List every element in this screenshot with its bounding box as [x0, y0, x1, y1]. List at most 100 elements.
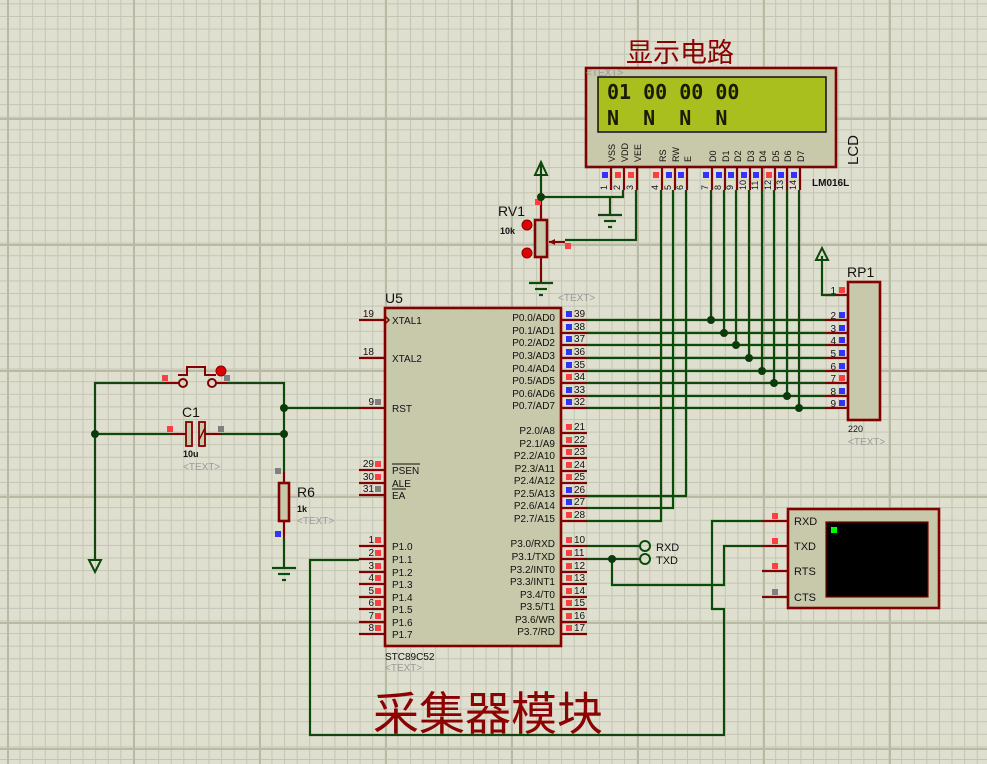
rp1-pin-number: 2 — [830, 311, 836, 322]
terminal-pin-name: RXD — [794, 516, 817, 528]
wires — [93, 171, 835, 737]
lcd-pin-number: 5 — [663, 185, 673, 190]
u5-part-label: STC89C52 — [385, 652, 435, 663]
rp1-pin-number: 9 — [830, 399, 836, 410]
u5-pin-number: 32 — [574, 397, 586, 408]
lcd-pin-name: E — [683, 156, 693, 162]
rv1-increase-icon[interactable] — [521, 219, 533, 231]
lcd-pin-number: 4 — [650, 185, 660, 190]
ground-icon[interactable] — [272, 566, 296, 582]
u5-stc89c52[interactable]: U5 <TEXT> STC89C52 <TEXT> 19XTAL118XTAL2… — [359, 290, 595, 674]
u5-pin-name: P2.6/A14 — [514, 501, 556, 512]
c1-capacitor[interactable]: C1 10u <TEXT> — [167, 404, 224, 473]
u5-pin-name: P1.4 — [392, 593, 413, 604]
lcd-pin-number: 3 — [625, 185, 635, 190]
lcd-lm016l[interactable]: <TEXT> 01 00 00 00 N N N N LCD LM016L 1V… — [584, 66, 862, 190]
u5-text-placeholder: <TEXT> — [558, 293, 595, 304]
lcd-pin-number: 6 — [675, 185, 685, 190]
rp1-pin-number: 3 — [830, 324, 836, 335]
rp1-body[interactable] — [846, 280, 882, 422]
r6-ref-label: R6 — [297, 484, 315, 500]
lcd-text-placeholder: <TEXT> — [586, 68, 623, 79]
r6-resistor[interactable]: R6 1k <TEXT> — [275, 468, 334, 538]
u5-pin-number: 11 — [574, 548, 585, 559]
lcd-pin-name: D0 — [708, 150, 718, 162]
u5-pin-number: 4 — [368, 573, 374, 584]
c1-text-placeholder: <TEXT> — [183, 462, 220, 473]
u5-pin-number: 3 — [368, 561, 374, 572]
rv1-ref-label: RV1 — [498, 203, 525, 219]
u5-pin-number: 6 — [368, 598, 374, 609]
u5-pin-number: 22 — [574, 435, 586, 446]
ground-terminal-icon[interactable] — [87, 559, 103, 575]
rp1-pin-number: 8 — [830, 387, 836, 398]
u5-body[interactable] — [383, 306, 563, 648]
rp1-pin-number: 1 — [830, 286, 836, 297]
u5-pin-number: 36 — [574, 347, 586, 358]
u5-pin-name: P2.7/A15 — [514, 514, 556, 525]
r6-value-label: 1k — [297, 504, 308, 514]
u5-pin-name: P3.1/TXD — [512, 552, 555, 563]
u5-pin-number: 14 — [574, 586, 586, 597]
button-toggle-icon[interactable] — [215, 365, 227, 377]
collector-module-title: 采集器模块 — [373, 687, 603, 741]
u5-pin-number: 26 — [574, 485, 586, 496]
u5-pin-name: XTAL2 — [392, 354, 422, 365]
u5-pin-name: P3.2/INT0 — [510, 565, 555, 576]
rxd-terminal[interactable]: RXD — [639, 540, 679, 554]
txd-terminal[interactable]: TXD — [639, 553, 678, 567]
u5-pin-number: 13 — [574, 573, 586, 584]
u5-pin-name: P3.5/T1 — [520, 602, 555, 613]
terminal-screen[interactable] — [825, 521, 929, 598]
c1-ref-label: C1 — [182, 404, 200, 420]
power-terminal-icon[interactable] — [533, 159, 549, 176]
rp1-text-placeholder: <TEXT> — [848, 437, 885, 448]
lcd-ref-label: LCD — [845, 135, 862, 165]
u5-pin-name: P0.3/AD3 — [512, 351, 555, 362]
u5-pin-name: P2.5/A13 — [514, 489, 556, 500]
power-terminal-icon[interactable] — [814, 245, 830, 261]
ground-icon[interactable] — [598, 213, 622, 229]
lcd-pin-name: VEE — [633, 144, 643, 162]
u5-pin-number: 31 — [363, 484, 375, 495]
lcd-pin-number: 13 — [775, 180, 785, 190]
u5-pin-name: P2.2/A10 — [514, 451, 556, 462]
lcd-part-label: LM016L — [812, 178, 849, 189]
u5-pin-number: 28 — [574, 510, 586, 521]
u5-pin-name: P0.6/AD6 — [512, 389, 555, 400]
u5-pin-name: P1.7 — [392, 630, 413, 641]
u5-pin-name: P3.4/T0 — [520, 590, 555, 601]
lcd-pin-number: 8 — [713, 185, 723, 190]
rv1-decrease-icon[interactable] — [521, 247, 533, 259]
u5-pin-number: 5 — [368, 586, 374, 597]
ground-icon[interactable] — [529, 281, 553, 297]
u5-pin-number: 29 — [363, 459, 375, 470]
reset-button[interactable] — [162, 365, 230, 388]
terminal-cursor — [831, 527, 837, 533]
r6-text-placeholder: <TEXT> — [297, 516, 334, 527]
u5-pin-name: P0.4/AD4 — [512, 364, 555, 375]
u5-pin-name: P1.0 — [392, 542, 413, 553]
u5-pin-name: P0.0/AD0 — [512, 313, 555, 324]
u5-pin-name: P3.3/INT1 — [510, 577, 555, 588]
u5-pin-number: 24 — [574, 460, 586, 471]
u5-pin-number: 2 — [368, 548, 374, 559]
u5-pin-number: 34 — [574, 372, 586, 383]
lcd-line-1: 01 00 00 00 — [607, 80, 739, 104]
u5-pin-name: P3.7/RD — [517, 627, 555, 638]
lcd-pin-name: D1 — [721, 150, 731, 162]
u5-pin-number: 25 — [574, 472, 586, 483]
u5-pin-number: 7 — [368, 611, 374, 622]
txd-terminal-label: TXD — [656, 555, 678, 567]
lcd-pin-name: D7 — [796, 150, 806, 162]
lcd-pin-number: 1 — [599, 185, 609, 190]
u5-pin-number: 35 — [574, 360, 586, 371]
rv1-potentiometer[interactable]: RV1 10k — [498, 197, 571, 283]
display-circuit-title: 显示电路 — [626, 38, 734, 69]
lcd-pin-name: VSS — [607, 144, 617, 162]
lcd-pin-name: D2 — [733, 150, 743, 162]
u5-pin-name: EA — [392, 491, 406, 502]
